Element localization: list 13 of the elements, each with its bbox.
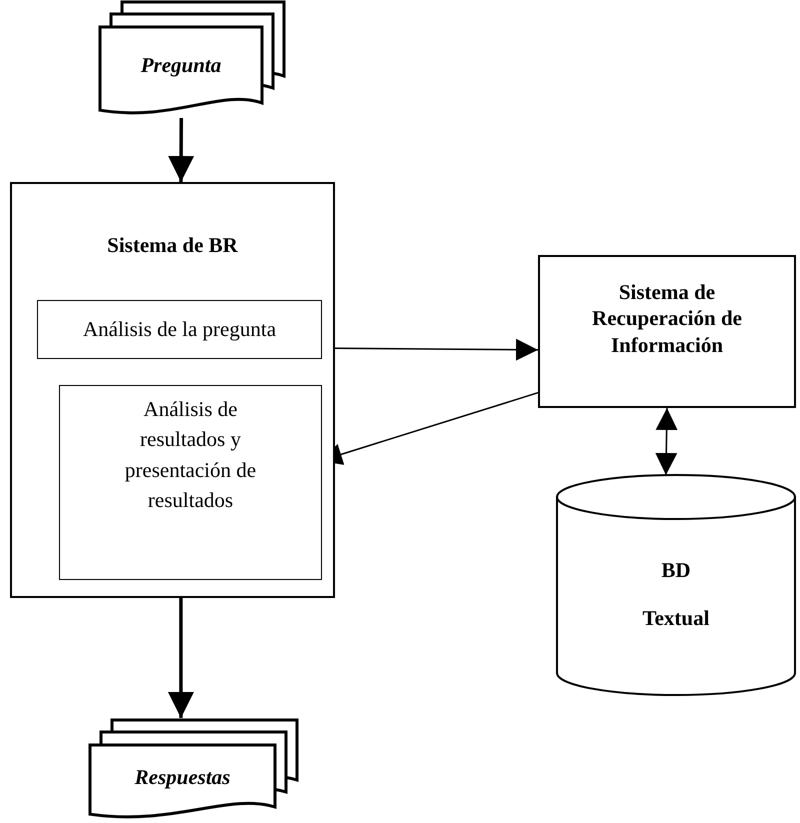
process-box: [37, 300, 322, 359]
database-cylinder: [556, 475, 796, 695]
box-title: Sistema de BR: [106, 232, 239, 258]
system-box: [538, 255, 796, 408]
process-box: [59, 385, 322, 580]
node-label: Respuestas: [134, 764, 232, 790]
node-label: Pregunta: [140, 52, 222, 78]
node-label: Análisis de la pregunta: [82, 316, 278, 342]
system-box: [10, 182, 335, 598]
node-label: Textual: [642, 605, 710, 632]
box-title: Sistema de Recuperación de Información: [591, 279, 743, 358]
node-label: BD: [660, 557, 692, 584]
node-label: Análisis de resultados y presentación de resultados: [124, 396, 258, 514]
